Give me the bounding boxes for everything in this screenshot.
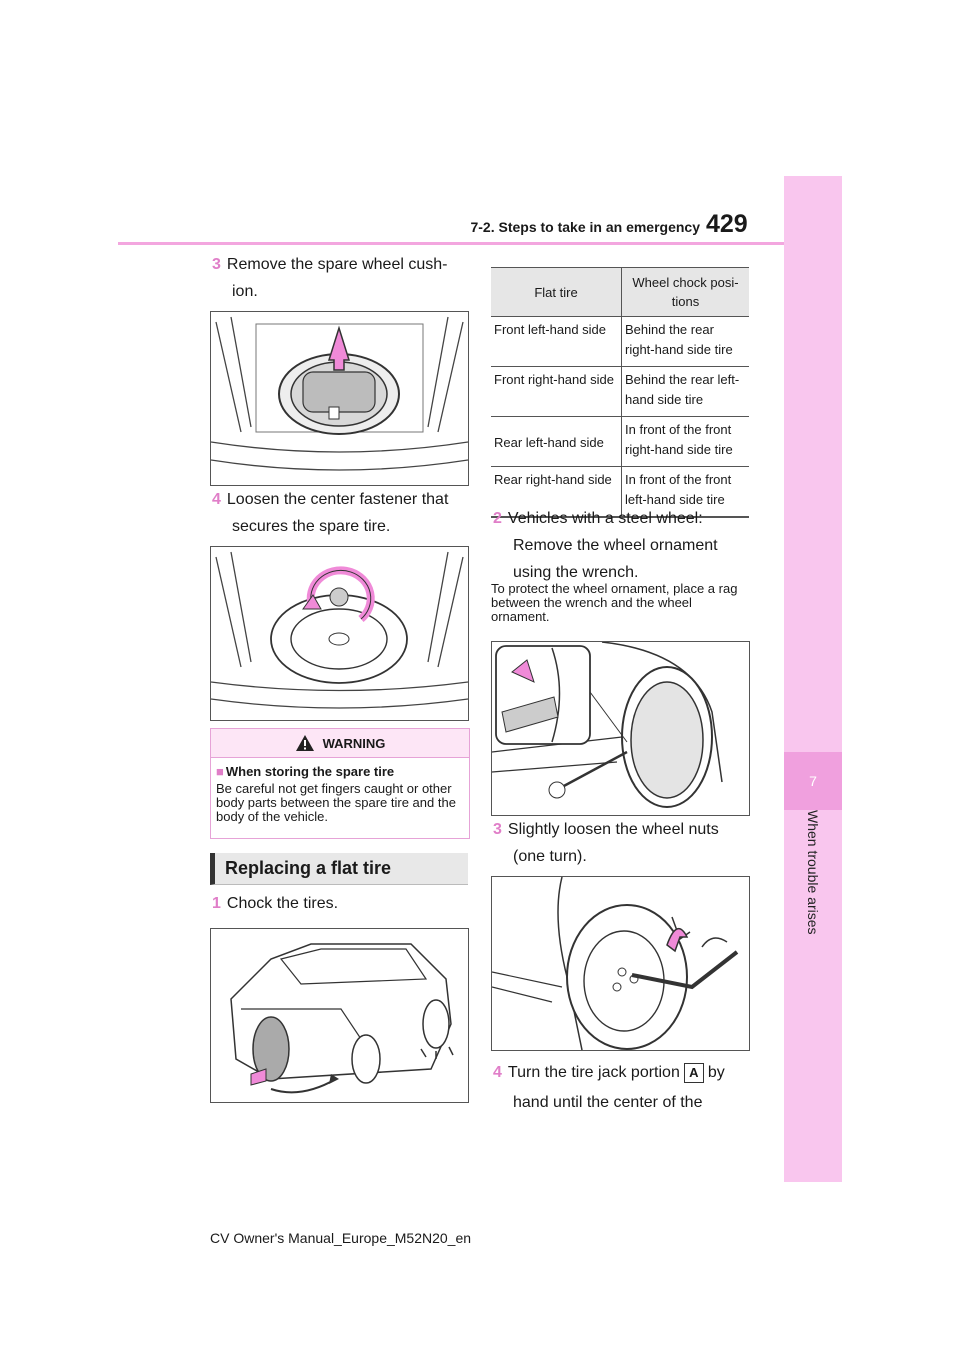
spare-cushion-figure xyxy=(210,311,469,486)
ornament-note: To protect the wheel ornament, place a r… xyxy=(491,581,738,624)
loosen-nuts-figure xyxy=(491,876,750,1051)
label-a-marker: A xyxy=(683,1062,704,1083)
table-row: Rear right-hand side In front of the fro… xyxy=(491,466,749,518)
bullet-square-icon: ■ xyxy=(216,764,224,779)
table-cell: Rear left-hand side xyxy=(491,416,622,467)
step-text: Turn the tire jack portion xyxy=(507,1064,680,1081)
chock-tires-illustration xyxy=(230,943,454,1094)
warning-header: WARNING xyxy=(211,729,469,758)
wheel-ornament-figure xyxy=(491,641,750,816)
step-text: Slightly loosen the wheel nuts xyxy=(507,821,719,838)
chapter-label-text: When trouble arises xyxy=(805,810,821,935)
table-cell: Front right-hand side xyxy=(491,366,622,417)
section-title: 7-2. Steps to take in an emergency xyxy=(470,219,700,235)
table-cell: Behind the rear left-hand side tire xyxy=(621,366,749,417)
step-text: ion. xyxy=(232,283,258,300)
step-text: Remove the spare wheel cush- xyxy=(226,256,448,273)
wheel-chock-table: Flat tire Wheel chock posi-tions Front l… xyxy=(491,267,749,518)
step-text: (one turn). xyxy=(513,848,587,865)
left-step-3: 3 Remove the spare wheel cush- ion. xyxy=(212,251,468,305)
step-text: secures the spare tire. xyxy=(232,518,391,535)
step-text: Vehicles with a steel wheel: xyxy=(507,510,703,527)
table-row: Front right-hand side Behind the rear le… xyxy=(491,366,749,417)
warning-subtitle: ■When storing the spare tire xyxy=(216,764,464,779)
spare-cushion-illustration xyxy=(211,316,468,471)
right-step-3: 3 Slightly loosen the wheel nuts (one tur… xyxy=(493,816,755,870)
right-step-2: 2 Vehicles with a steel wheel: Remove the… xyxy=(493,505,755,586)
step-text: Remove the wheel ornament xyxy=(513,537,718,554)
left-step-4: 4 Loosen the center fastener that secures… xyxy=(212,486,472,540)
warning-body: Be careful not get fingers caught or oth… xyxy=(216,781,456,824)
table-header-cell: Flat tire xyxy=(491,267,622,317)
fastener-figure xyxy=(210,546,469,721)
step-text: by xyxy=(707,1064,725,1081)
table-header-row: Flat tire Wheel chock posi-tions xyxy=(491,267,749,317)
fastener-illustration xyxy=(211,551,468,709)
table-cell: Rear right-hand side xyxy=(491,466,622,518)
step-number: 4 xyxy=(212,491,221,508)
table-cell: In front of the front right-hand side ti… xyxy=(621,416,749,467)
step-text: Chock the tires. xyxy=(226,895,339,912)
loosen-nuts-illustration xyxy=(492,877,739,1050)
chapter-number-tab[interactable]: 7 xyxy=(784,752,842,810)
header-rule xyxy=(118,242,784,245)
table-cell: In front of the front left-hand side tir… xyxy=(621,466,749,518)
table-cell: Front left-hand side xyxy=(491,316,622,367)
step-number: 4 xyxy=(493,1064,502,1081)
step-number: 2 xyxy=(493,510,502,527)
warning-title: WARNING xyxy=(322,735,386,751)
step-text: using the wrench. xyxy=(513,564,639,581)
table-cell: Behind the rear right-hand side tire xyxy=(621,316,749,367)
table-row: Rear left-hand side In front of the fron… xyxy=(491,416,749,467)
step-number: 3 xyxy=(212,256,221,273)
wheel-ornament-illustration xyxy=(492,642,723,808)
section-heading: Replacing a flat tire xyxy=(210,853,468,885)
step-text: hand until the center of the xyxy=(513,1094,703,1111)
left-step-1: 1 Chock the tires. xyxy=(212,890,468,917)
table-header-cell: Wheel chock posi-tions xyxy=(621,267,749,317)
warning-subtitle-text: When storing the spare tire xyxy=(225,764,395,779)
step-number: 3 xyxy=(493,821,502,838)
warning-icon xyxy=(295,735,314,751)
page-number: 429 xyxy=(706,210,748,238)
step-number: 1 xyxy=(212,895,221,912)
manual-footer: CV Owner's Manual_Europe_M52N20_en xyxy=(210,1230,472,1246)
table-row: Front left-hand side Behind the rear rig… xyxy=(491,316,749,367)
warning-box: WARNING ■When storing the spare tire Be … xyxy=(210,728,470,839)
chock-tires-figure xyxy=(210,928,469,1103)
chapter-sidebar xyxy=(784,176,842,1182)
chapter-label: When trouble arises xyxy=(784,810,842,970)
step-text: Loosen the center fastener that xyxy=(226,491,449,508)
